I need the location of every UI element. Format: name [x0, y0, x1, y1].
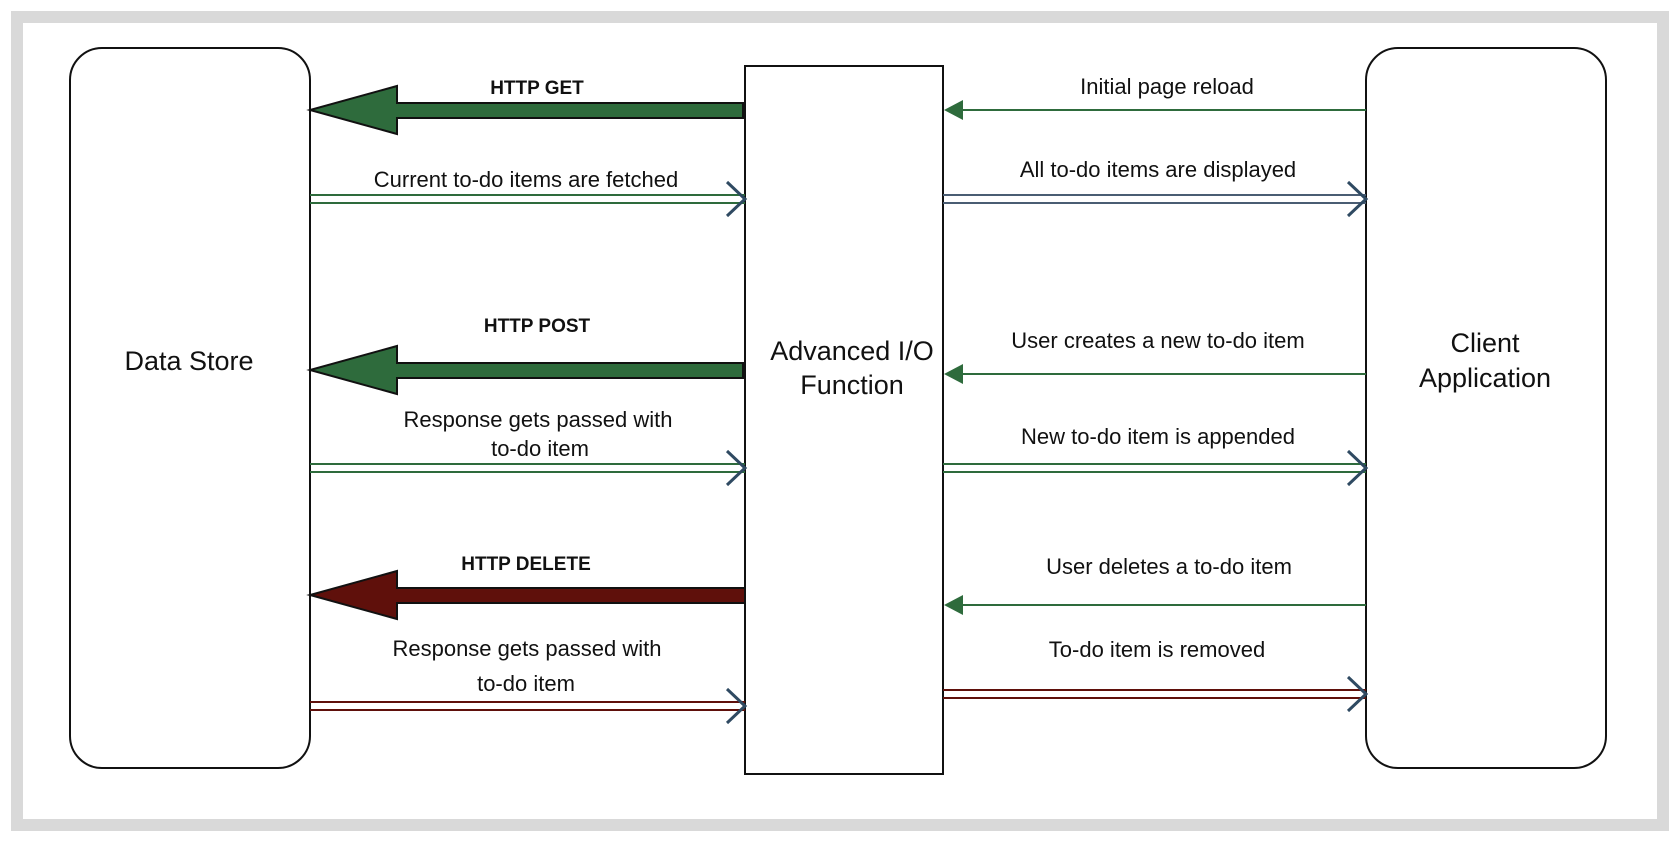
function-label-line1: Advanced I/O: [770, 336, 934, 366]
appended-arrow[interactable]: [943, 449, 1369, 487]
http-delete-arrow[interactable]: [306, 569, 746, 621]
http-post-label: HTTP POST: [484, 316, 591, 337]
fetched-label: Current to-do items are fetched: [374, 167, 678, 192]
deletes-label: User deletes a to-do item: [1046, 554, 1292, 579]
advanced-io-function-node[interactable]: [744, 65, 944, 775]
creates-label: User creates a new to-do item: [1011, 328, 1304, 353]
post-response-label-line1: Response gets passed with: [403, 407, 672, 432]
creates-arrow[interactable]: [944, 364, 1366, 384]
client-label-line2: Application: [1419, 363, 1551, 393]
http-get-arrow[interactable]: [306, 84, 744, 136]
function-label-line2: Function: [800, 370, 904, 400]
displayed-label: All to-do items are displayed: [1020, 157, 1296, 182]
delete-response-label-line1: Response gets passed with: [392, 636, 661, 661]
removed-arrow[interactable]: [943, 675, 1369, 713]
client-application-node[interactable]: [1365, 47, 1607, 769]
removed-label: To-do item is removed: [1049, 637, 1265, 662]
delete-response-label-line2: to-do item: [477, 671, 575, 696]
data-store-node[interactable]: [69, 47, 311, 769]
post-response-label-line2: to-do item: [491, 436, 589, 461]
appended-label: New to-do item is appended: [1021, 424, 1295, 449]
page-reload-arrow[interactable]: [944, 100, 1366, 120]
http-get-label: HTTP GET: [490, 78, 584, 99]
http-post-arrow[interactable]: [306, 344, 744, 396]
http-delete-label: HTTP DELETE: [461, 554, 591, 575]
deletes-arrow[interactable]: [944, 595, 1366, 615]
client-label-line1: Client: [1450, 328, 1520, 358]
page-reload-label: Initial page reload: [1080, 74, 1254, 99]
fetched-arrow[interactable]: [310, 180, 748, 218]
post-response-arrow[interactable]: [310, 449, 748, 487]
delete-response-arrow[interactable]: [310, 687, 748, 725]
data-store-label: Data Store: [124, 346, 253, 376]
displayed-arrow[interactable]: [943, 180, 1369, 218]
